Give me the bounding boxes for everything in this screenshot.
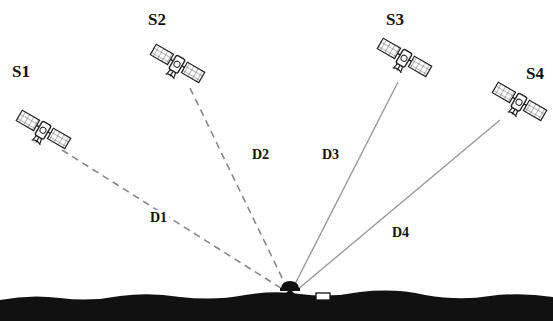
signal-lines bbox=[62, 82, 500, 290]
satellite-label: S1 bbox=[10, 62, 32, 81]
satellite-label: S3 bbox=[384, 10, 406, 29]
signal-line bbox=[293, 82, 398, 288]
distance-label: D3 bbox=[320, 147, 341, 163]
satellite-icon bbox=[146, 43, 205, 90]
satellite-icon bbox=[488, 81, 547, 128]
signal-line bbox=[62, 150, 284, 290]
signal-line bbox=[297, 120, 500, 290]
satellite-label: S2 bbox=[146, 10, 168, 29]
gps-receiver bbox=[276, 281, 330, 306]
distance-label: D1 bbox=[148, 210, 169, 226]
distance-label: D2 bbox=[250, 147, 271, 163]
satellite-icon bbox=[12, 109, 71, 156]
signal-line bbox=[190, 88, 287, 288]
satellite-label: S4 bbox=[524, 64, 546, 83]
distance-label: D4 bbox=[390, 225, 411, 241]
satellite-icon bbox=[373, 37, 432, 84]
ground bbox=[0, 291, 553, 321]
